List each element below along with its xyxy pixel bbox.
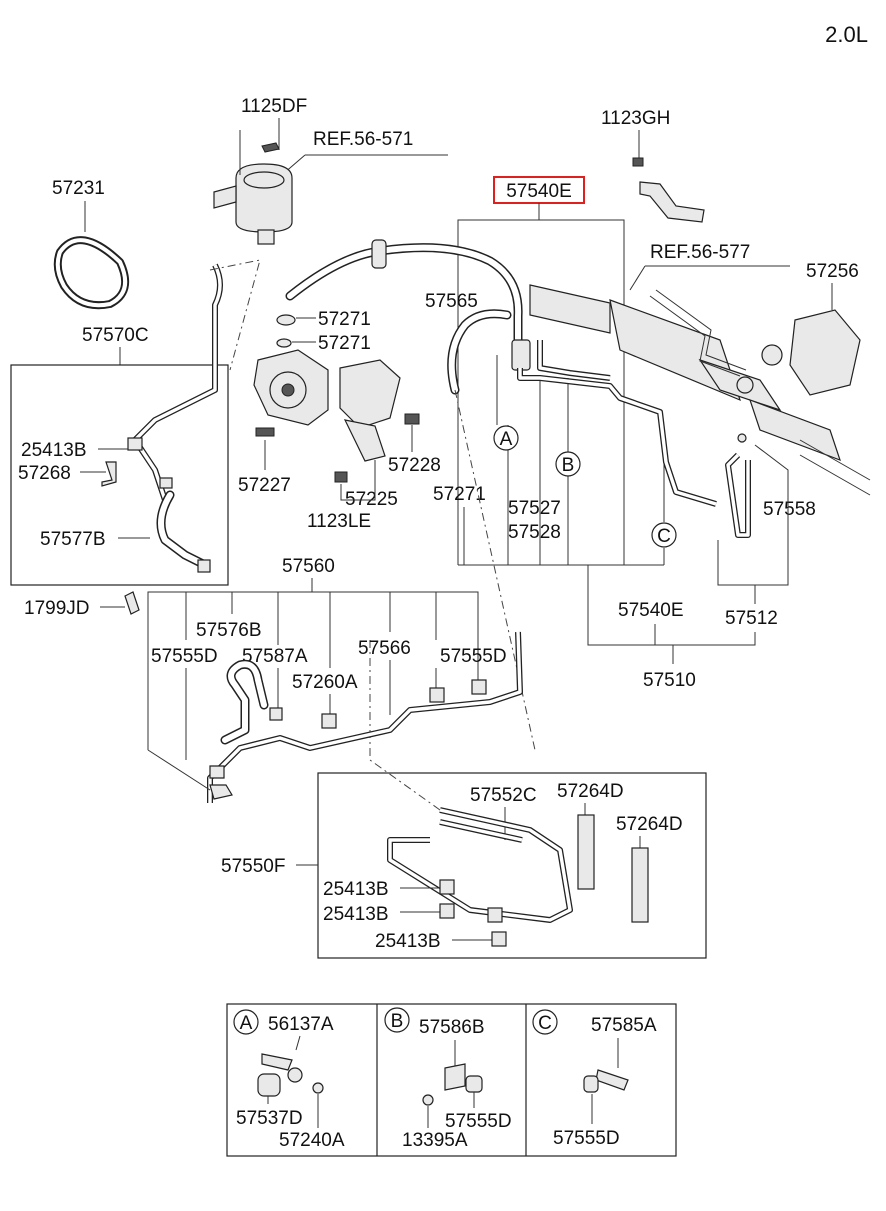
label-57528: 57528 bbox=[508, 522, 561, 543]
label-25413B-c: 25413B bbox=[375, 931, 441, 952]
label-57527: 57527 bbox=[508, 498, 561, 519]
detail-boxes: A 56137A 57537D 57240A B 57586B 57555D 1… bbox=[226, 1003, 677, 1157]
label-57540E-bottom: 57540E bbox=[618, 600, 684, 621]
label-57560: 57560 bbox=[282, 556, 335, 577]
label-1123LE: 1123LE bbox=[307, 511, 371, 532]
label-57228: 57228 bbox=[388, 455, 441, 476]
cooler-group-57550F: 57550F 57552C 57264D 57264D 25413B 25413… bbox=[221, 772, 707, 959]
label-57555D-a: 57555D bbox=[151, 646, 218, 667]
label-57566: 57566 bbox=[358, 638, 411, 659]
label-25413B-a: 25413B bbox=[323, 879, 389, 900]
detail-B-57586B: 57586B bbox=[419, 1017, 485, 1038]
label-57510: 57510 bbox=[643, 670, 696, 691]
o-rings-57271: 57271 57271 bbox=[276, 309, 371, 354]
label-57550F: 57550F bbox=[221, 856, 285, 877]
label-ref-56-571: REF.56-571 bbox=[313, 129, 413, 150]
detail-A-letter: A bbox=[240, 1013, 253, 1034]
detail-B-57555D: 57555D bbox=[445, 1111, 512, 1132]
label-57231: 57231 bbox=[52, 178, 105, 199]
label-57558: 57558 bbox=[763, 499, 816, 520]
detail-C-letter: C bbox=[538, 1013, 552, 1034]
hose-group-57560: 57560 1799JD 57576B 57555D 57587A 57260A… bbox=[24, 556, 523, 803]
callout-B-circle bbox=[555, 451, 581, 477]
detail-A-56137A: 56137A bbox=[268, 1014, 334, 1035]
detail-A-57240A: 57240A bbox=[279, 1130, 345, 1151]
detail-A-57537D: 57537D bbox=[236, 1108, 303, 1129]
label-57268: 57268 bbox=[18, 463, 71, 484]
detail-B-13395A: 13395A bbox=[402, 1130, 468, 1151]
label-57271-b: 57271 bbox=[318, 333, 371, 354]
belt-57231: 57231 bbox=[52, 178, 130, 310]
callout-A-circle bbox=[493, 425, 519, 451]
label-57555D-b: 57555D bbox=[440, 646, 507, 667]
detail-C-57585A: 57585A bbox=[591, 1015, 657, 1036]
detail-C-57555D: 57555D bbox=[553, 1128, 620, 1149]
callout-A: A bbox=[500, 429, 513, 450]
label-57577B: 57577B bbox=[40, 529, 106, 550]
detail-B-letter: B bbox=[391, 1011, 404, 1032]
label-ref-56-577: REF.56-577 bbox=[650, 242, 750, 263]
label-57271-c: 57271 bbox=[433, 484, 486, 505]
callout-C-circle bbox=[651, 522, 677, 548]
label-57260A: 57260A bbox=[292, 672, 358, 693]
label-57570C: 57570C bbox=[82, 325, 149, 346]
reservoir-assembly: 1125DF REF.56-571 bbox=[213, 96, 448, 245]
label-57576B: 57576B bbox=[196, 620, 262, 641]
label-57552C: 57552C bbox=[470, 785, 537, 806]
label-57540E-top: 57540E bbox=[506, 181, 572, 202]
label-1125DF: 1125DF bbox=[241, 96, 307, 117]
hose-57565: 57565 bbox=[285, 239, 531, 395]
label-1123GH: 1123GH bbox=[601, 108, 670, 129]
label-57587A: 57587A bbox=[242, 646, 308, 667]
label-57512: 57512 bbox=[725, 608, 778, 629]
group-box-57570C bbox=[10, 364, 229, 586]
steering-gear: REF.56-577 57256 bbox=[529, 242, 871, 496]
label-1799JD: 1799JD bbox=[24, 598, 90, 619]
callout-C: C bbox=[657, 526, 671, 547]
engine-label: 2.0L bbox=[825, 22, 868, 47]
label-57271-a: 57271 bbox=[318, 309, 371, 330]
label-25413B-left: 25413B bbox=[21, 440, 87, 461]
label-57565: 57565 bbox=[425, 291, 478, 312]
label-25413B-b: 25413B bbox=[323, 904, 389, 925]
pressure-tube-group: 57271 57527 57528 A B C 57558 57512 5754… bbox=[433, 340, 816, 691]
label-57256: 57256 bbox=[806, 261, 859, 282]
bracket-1123GH: 1123GH bbox=[601, 108, 705, 223]
power-steering-pump: 57227 57228 57225 1123LE bbox=[238, 349, 441, 532]
callout-B: B bbox=[562, 455, 575, 476]
label-57227: 57227 bbox=[238, 475, 291, 496]
label-57264D-b: 57264D bbox=[616, 814, 683, 835]
return-hose-group-57570C: 57570C 25413B 57268 57577B bbox=[10, 263, 229, 586]
label-57264D-a: 57264D bbox=[557, 781, 624, 802]
